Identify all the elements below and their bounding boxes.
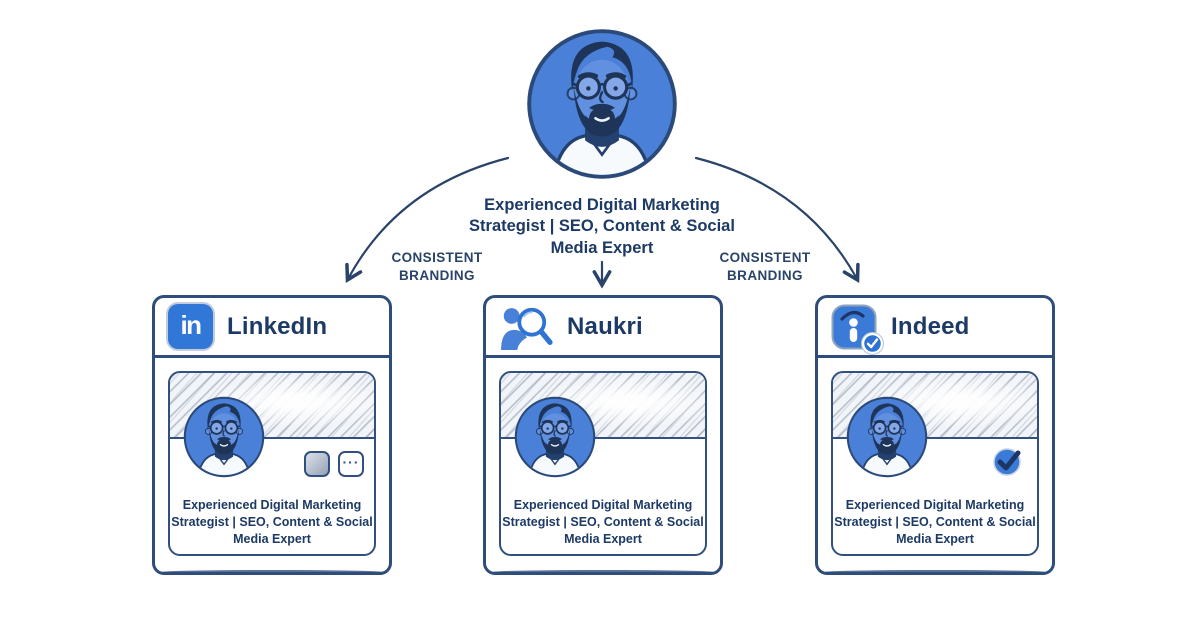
naukri-profile-avatar [513, 395, 597, 479]
platform-title: Naukri [567, 312, 643, 340]
person-avatar [524, 26, 680, 182]
naukri-profile-headline: Experienced Digital Marketing Strategist… [502, 498, 704, 546]
naukri-card-header: Naukri [486, 298, 720, 358]
indeed-logo-icon [831, 304, 884, 355]
platform-title: LinkedIn [227, 312, 328, 340]
linkedin-in-glyph: in [168, 304, 213, 349]
linkedin-card-body: ··· Experienced Digital Marketing Strate… [155, 358, 389, 572]
linkedin-banner-actions: ··· [304, 451, 364, 477]
linkedin-card-header: in LinkedIn [155, 298, 389, 358]
platform-card-linkedin: in LinkedIn ··· Experienced Digital Mark… [152, 295, 392, 575]
indeed-card-header: Indeed [818, 298, 1052, 358]
check-circle-icon [861, 331, 884, 355]
platform-title: Indeed [891, 312, 970, 340]
platform-card-naukri: Naukri Experienced Digital Marketing Str… [483, 295, 723, 575]
linkedin-logo-icon: in [168, 304, 213, 349]
ellipsis-icon: ··· [338, 451, 364, 477]
branding-label-left: CONSISTENT BRANDING [391, 250, 483, 284]
indeed-profile-panel: Experienced Digital Marketing Strategist… [831, 371, 1039, 556]
linkedin-profile-avatar [182, 395, 266, 479]
indeed-card-body: Experienced Digital Marketing Strategist… [818, 358, 1052, 572]
branding-label-right: CONSISTENT BRANDING [719, 250, 811, 284]
person-headline: Experienced Digital Marketing Strategist… [469, 196, 735, 257]
naukri-profile-panel: Experienced Digital Marketing Strategist… [499, 371, 707, 556]
image-thumbnail-icon [304, 451, 330, 477]
platform-card-indeed: Indeed Experienced Digital Marketing Str… [815, 295, 1055, 575]
verified-check-icon [993, 448, 1021, 476]
person-magnifier-icon [499, 304, 553, 350]
linkedin-profile-panel: ··· Experienced Digital Marketing Strate… [168, 371, 376, 556]
linkedin-profile-headline: Experienced Digital Marketing Strategist… [171, 498, 373, 546]
indeed-profile-avatar [845, 395, 929, 479]
indeed-profile-headline: Experienced Digital Marketing Strategist… [834, 498, 1036, 546]
naukri-card-body: Experienced Digital Marketing Strategist… [486, 358, 720, 572]
